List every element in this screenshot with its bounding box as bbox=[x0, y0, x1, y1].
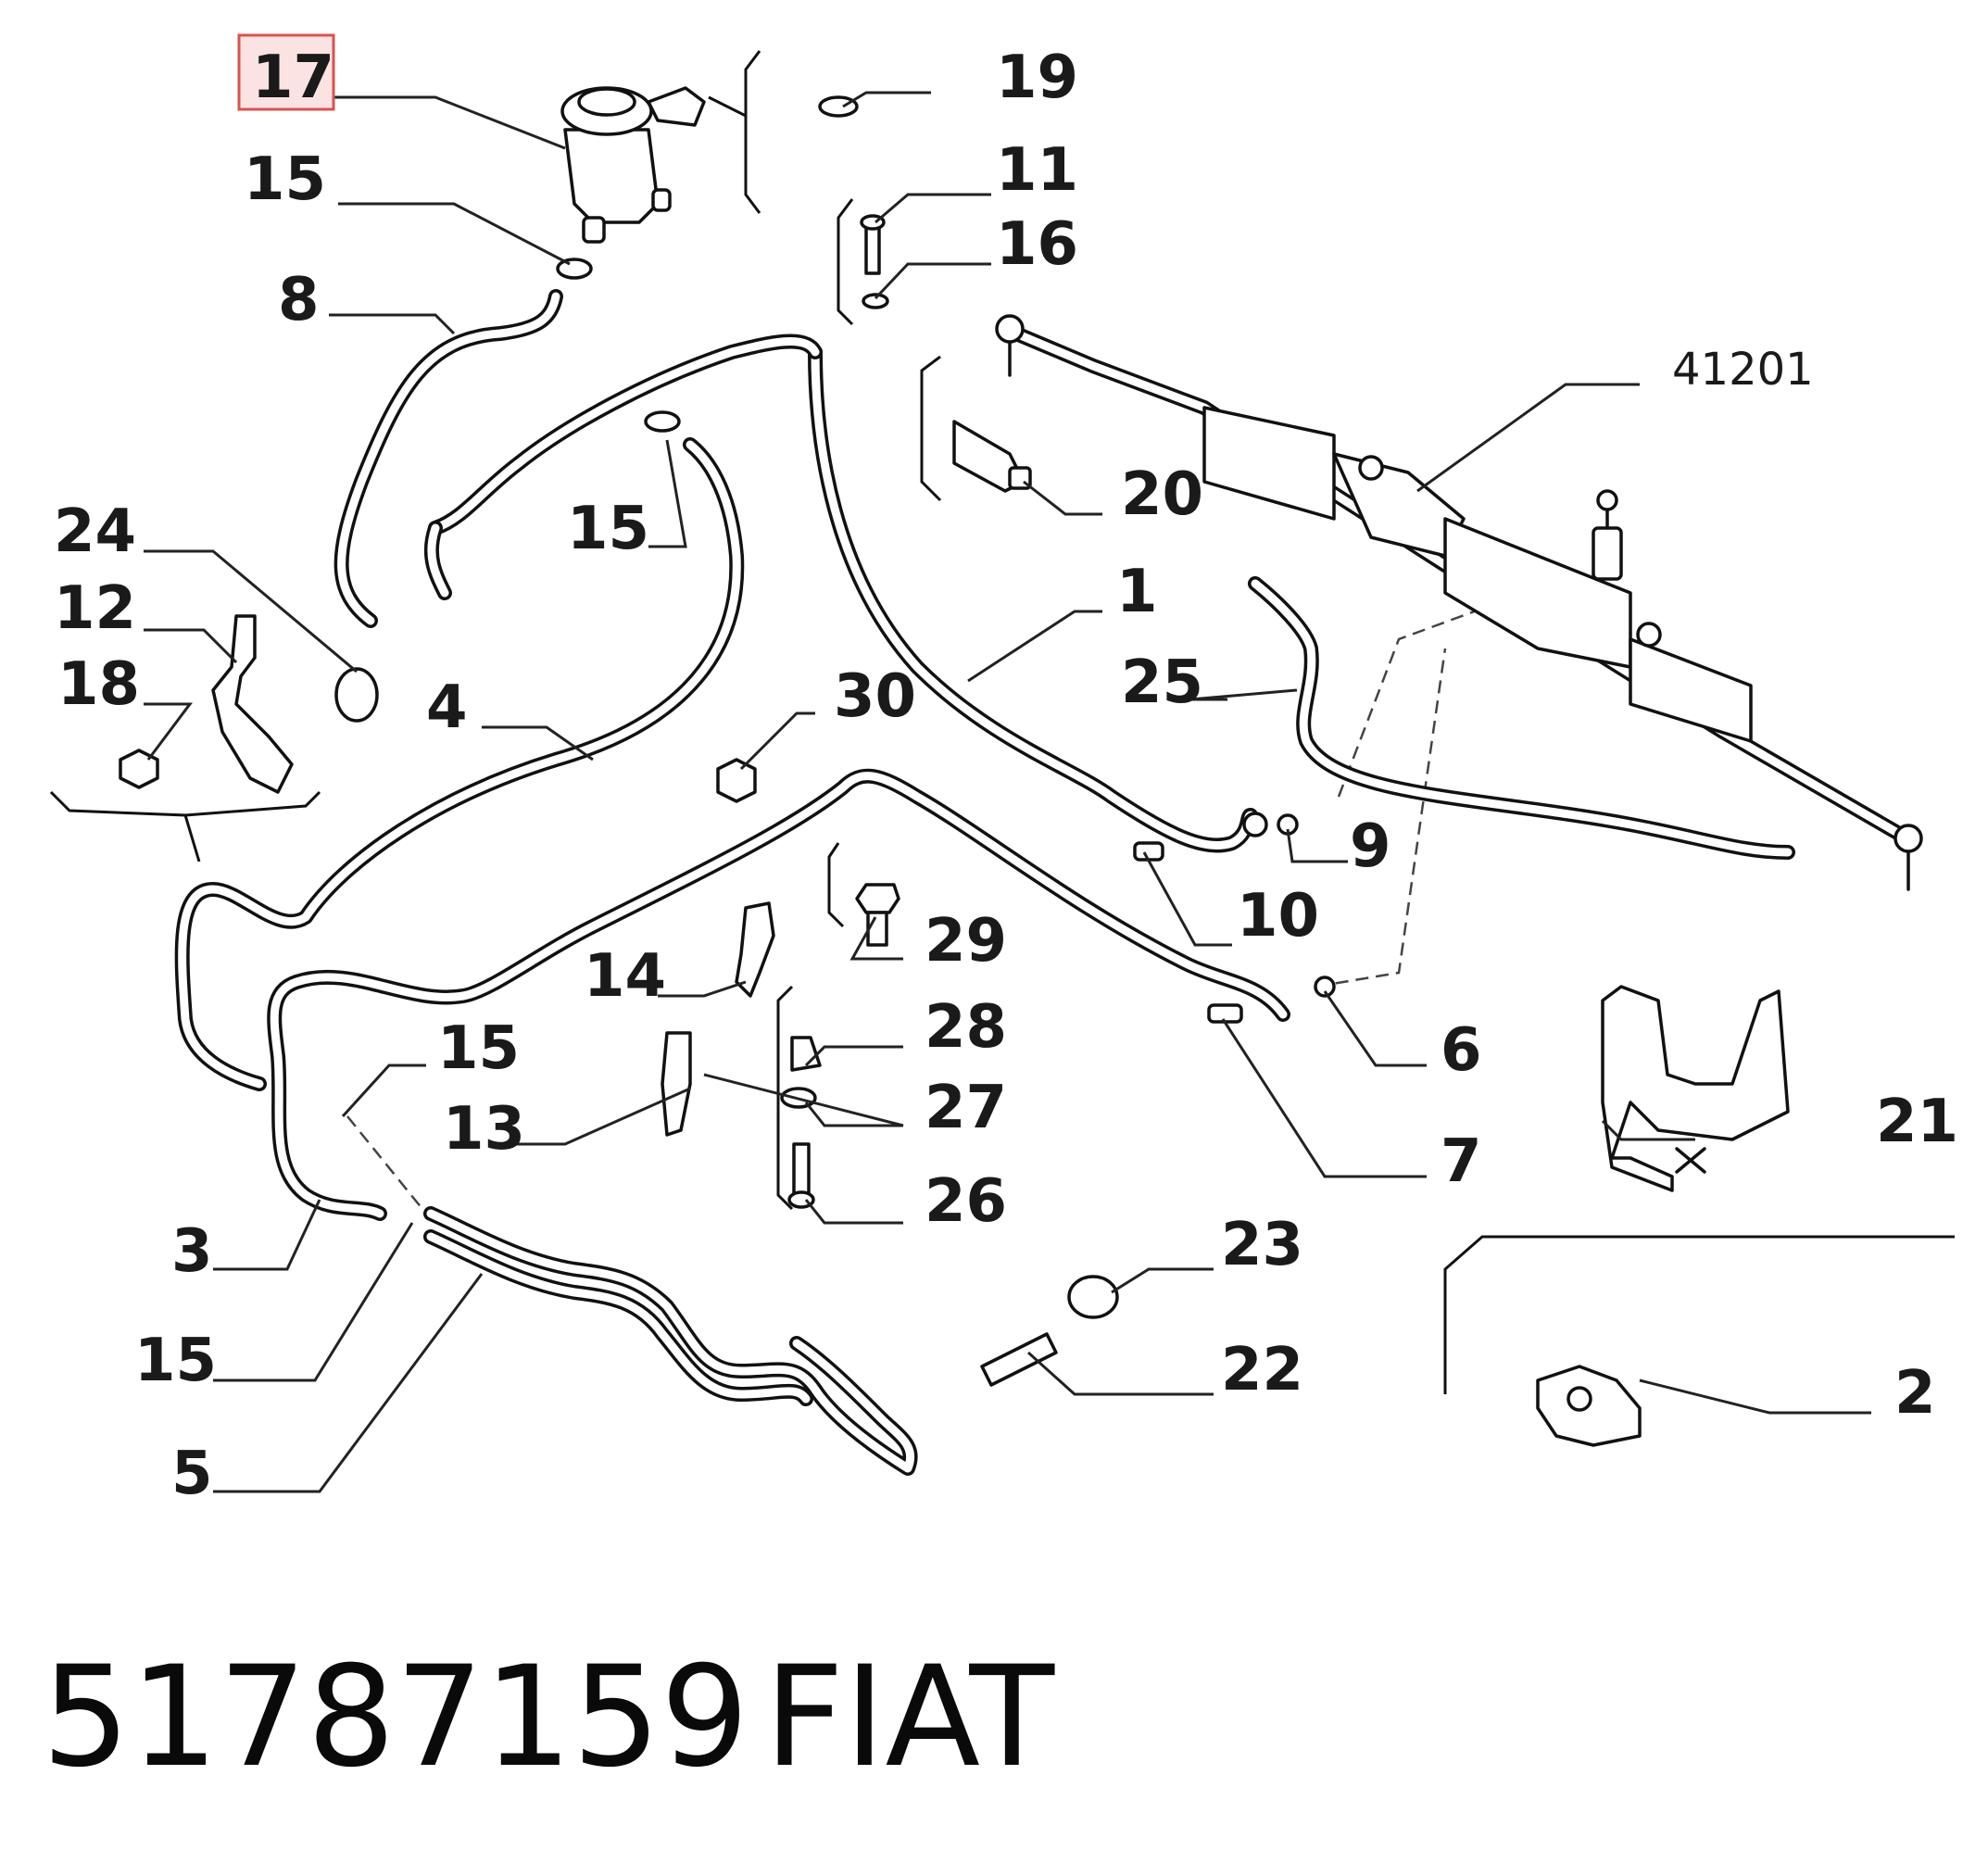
pipes bbox=[174, 289, 1795, 1476]
callout-8[interactable]: 8 bbox=[278, 266, 320, 334]
callouts: 17 19 15 11 16 8 41201 20 15 24 12 18 1 … bbox=[54, 44, 1958, 1508]
part-number: 51787159 bbox=[42, 1637, 749, 1798]
callout-11[interactable]: 11 bbox=[996, 136, 1078, 205]
callout-15-mid[interactable]: 15 bbox=[567, 495, 649, 563]
callout-1[interactable]: 1 bbox=[1116, 558, 1158, 626]
small-parts bbox=[119, 95, 1790, 1447]
callout-21[interactable]: 21 bbox=[1876, 1088, 1958, 1156]
callout-29[interactable]: 29 bbox=[925, 907, 1007, 976]
callout-2[interactable]: 2 bbox=[1894, 1359, 1936, 1428]
callout-23[interactable]: 23 bbox=[1221, 1211, 1303, 1279]
callout-4[interactable]: 4 bbox=[426, 673, 468, 742]
callout-27[interactable]: 27 bbox=[925, 1074, 1007, 1142]
callout-3[interactable]: 3 bbox=[171, 1217, 213, 1286]
group-brackets bbox=[49, 50, 1955, 1394]
callout-12[interactable]: 12 bbox=[54, 574, 136, 643]
callout-18[interactable]: 18 bbox=[57, 650, 140, 719]
brand-name: FIAT bbox=[764, 1637, 1055, 1798]
callout-9[interactable]: 9 bbox=[1350, 812, 1391, 881]
callout-15-low[interactable]: 15 bbox=[437, 1014, 520, 1083]
callout-22[interactable]: 22 bbox=[1221, 1336, 1303, 1404]
callout-15-top[interactable]: 15 bbox=[244, 145, 326, 214]
callout-20[interactable]: 20 bbox=[1121, 460, 1203, 529]
callout-15-bottom[interactable]: 15 bbox=[134, 1327, 217, 1395]
reservoir bbox=[560, 86, 706, 244]
callout-26[interactable]: 26 bbox=[925, 1167, 1007, 1236]
footer: 51787159 FIAT bbox=[42, 1637, 1055, 1798]
callout-7[interactable]: 7 bbox=[1441, 1127, 1482, 1196]
leader-lines bbox=[144, 91, 1871, 1493]
callout-13[interactable]: 13 bbox=[443, 1095, 525, 1164]
callout-25[interactable]: 25 bbox=[1121, 648, 1203, 717]
callout-16[interactable]: 16 bbox=[996, 210, 1078, 279]
callout-14[interactable]: 14 bbox=[584, 942, 666, 1011]
callout-28[interactable]: 28 bbox=[925, 993, 1007, 1062]
callout-41201[interactable]: 41201 bbox=[1672, 344, 1814, 396]
steering-rack bbox=[995, 314, 1923, 891]
callout-24[interactable]: 24 bbox=[54, 497, 136, 566]
callout-30[interactable]: 30 bbox=[834, 662, 916, 731]
callout-6[interactable]: 6 bbox=[1441, 1016, 1482, 1085]
callout-10[interactable]: 10 bbox=[1237, 882, 1319, 950]
callout-5[interactable]: 5 bbox=[171, 1440, 213, 1508]
callout-17[interactable]: 17 bbox=[252, 44, 334, 112]
callout-19[interactable]: 19 bbox=[996, 44, 1078, 112]
highlight-box-17 bbox=[237, 33, 335, 111]
